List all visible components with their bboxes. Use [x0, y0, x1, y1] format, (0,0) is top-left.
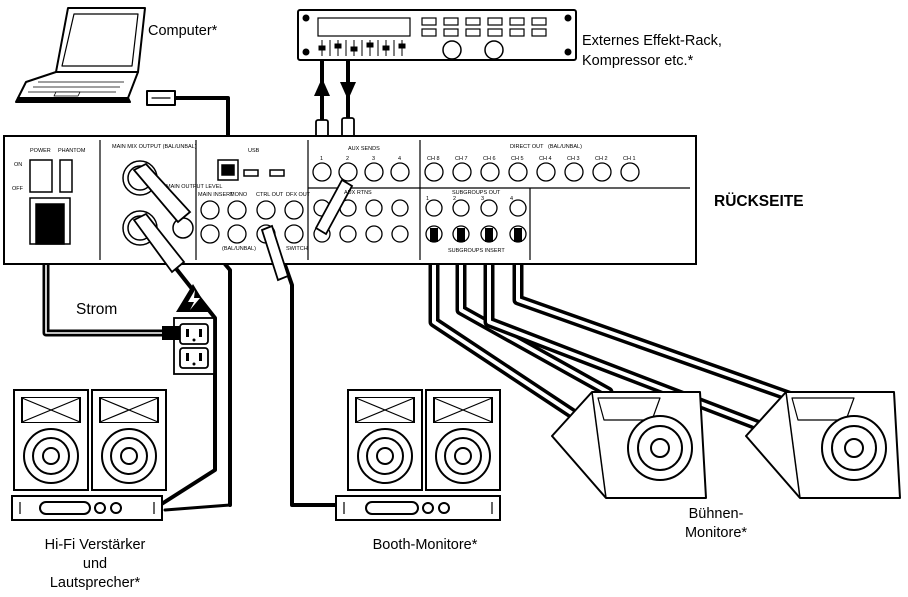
direct-out-ch3: [564, 162, 584, 182]
hifi-speakers-icon: [13, 389, 167, 491]
aux-send-1: [312, 162, 332, 182]
ctrl-out-cable: [276, 243, 337, 507]
panel-label-main-insert: MAIN INSERT: [198, 192, 234, 198]
label-rueckseite: RÜCKSEITE: [714, 193, 804, 210]
label-computer: Computer*: [148, 23, 218, 39]
aux-number-2: 2: [346, 156, 349, 162]
direct-out-ch6: [480, 162, 500, 182]
panel-label-usb: USB: [248, 148, 260, 154]
direct-out-ch1: [620, 162, 640, 182]
main-output-level-knob: [227, 200, 247, 220]
panel-label-direct-out: DIRECT OUT: [510, 144, 544, 150]
aux-send-4: [390, 162, 410, 182]
panel-label-on: ON: [14, 162, 22, 168]
direct-out-ch4: [536, 162, 556, 182]
power-outlet-icon: [173, 317, 215, 375]
sub-number-1: 1: [426, 196, 429, 202]
channel-label-6: CH 3: [567, 156, 580, 162]
high-voltage-icon: [176, 284, 210, 312]
label-hifi-line2: und: [82, 556, 108, 572]
sub-number-3: 3: [481, 196, 484, 202]
stage-monitor-2-icon: [745, 391, 901, 499]
fx-arrows: [314, 78, 356, 100]
panel-label-subgroups-out: SUBGROUPS OUT: [452, 190, 501, 196]
hifi-amplifier-icon: [11, 495, 163, 521]
panel-label-subgroups-insert: SUBGROUPS INSERT: [448, 248, 505, 254]
ctrl-out-jack: [256, 200, 276, 220]
booth-monitors-icon: [347, 389, 501, 491]
channel-label-2: CH 7: [455, 156, 468, 162]
arrow-down-icon: [340, 82, 356, 100]
channel-label-7: CH 2: [595, 156, 608, 162]
panel-label-dfx-out: DFX OUT: [286, 192, 311, 198]
panel-label-aux-sends: AUX SENDS: [348, 146, 380, 152]
laptop-icon: [15, 7, 146, 103]
ctrl-out-plug: [260, 224, 290, 282]
direct-out-ch5: [508, 162, 528, 182]
label-hifi-line1: Hi-Fi Verstärker: [44, 537, 146, 553]
arrow-up-icon: [314, 78, 330, 96]
power-plug: [162, 326, 180, 340]
direct-out-ch8: [424, 162, 444, 182]
mixer-rear-panel: POWER PHANTOM ON OFF MAIN MIX OUTPUT (BA…: [3, 135, 697, 282]
power-switch: [29, 159, 53, 193]
aux-number-4: 4: [398, 156, 401, 162]
sub-number-2: 2: [453, 196, 456, 202]
label-hifi-line3: Lautsprecher*: [49, 575, 141, 591]
panel-label-phantom: PHANTOM: [58, 148, 86, 154]
label-stage-monitors-line2: Monitore*: [684, 525, 748, 541]
panel-label-off: OFF: [12, 186, 24, 192]
subgroup-out-3: [480, 199, 498, 217]
aux-send-3: [364, 162, 384, 182]
label-stage-monitors-line1: Bühnen-: [688, 506, 744, 522]
panel-label-power: POWER: [30, 148, 51, 154]
panel-label-main-mix: MAIN MIX OUTPUT (BAL/UNBAL): [112, 144, 197, 150]
main-insert-jack: [200, 200, 220, 220]
panel-label-bal-unbal: (BAL/UNBAL): [222, 246, 256, 252]
stage-monitor-1-icon: [551, 391, 707, 499]
panel-label-main-output-level: MAIN OUTPUT LEVEL: [166, 184, 222, 190]
panel-label-direct-out-sub: (BAL/UNBAL): [548, 144, 582, 150]
subgroup-out-4: [509, 199, 527, 217]
sub-number-4: 4: [510, 196, 513, 202]
booth-amplifier-icon: [335, 495, 501, 521]
channel-label-8: CH 1: [623, 156, 636, 162]
usb-cable: [173, 96, 230, 142]
aux-number-1: 1: [320, 156, 323, 162]
subgroup-out-2: [452, 199, 470, 217]
label-effect-rack-line1: Externes Effekt-Rack,: [582, 33, 722, 49]
channel-label-4: CH 5: [511, 156, 524, 162]
channel-label-3: CH 6: [483, 156, 496, 162]
aux-number-3: 3: [372, 156, 375, 162]
dfx-out-jack: [284, 200, 304, 220]
xlr-plug-2: [132, 212, 186, 274]
channel-label-5: CH 4: [539, 156, 552, 162]
label-booth-monitors: Booth-Monitore*: [372, 537, 478, 553]
label-effect-rack-line2: Kompressor etc.*: [582, 53, 694, 69]
panel-label-switch: SWITCH: [286, 246, 308, 252]
phantom-switch: [59, 159, 73, 193]
channel-label-1: CH 8: [427, 156, 440, 162]
subgroup-out-1: [425, 199, 443, 217]
panel-label-mono: MONO: [230, 192, 248, 198]
panel-label-aux-rtns: AUX RTNS: [344, 190, 372, 196]
panel-label-ctrl-out: CTRL OUT: [256, 192, 284, 198]
aux-return-plug: [314, 178, 354, 236]
aux-send-2: [338, 162, 358, 182]
effect-rack-icon: [297, 9, 577, 61]
xlr-plug-1: [132, 162, 192, 224]
label-strom: Strom: [76, 301, 118, 318]
direct-out-ch7: [452, 162, 472, 182]
direct-out-ch2: [592, 162, 612, 182]
